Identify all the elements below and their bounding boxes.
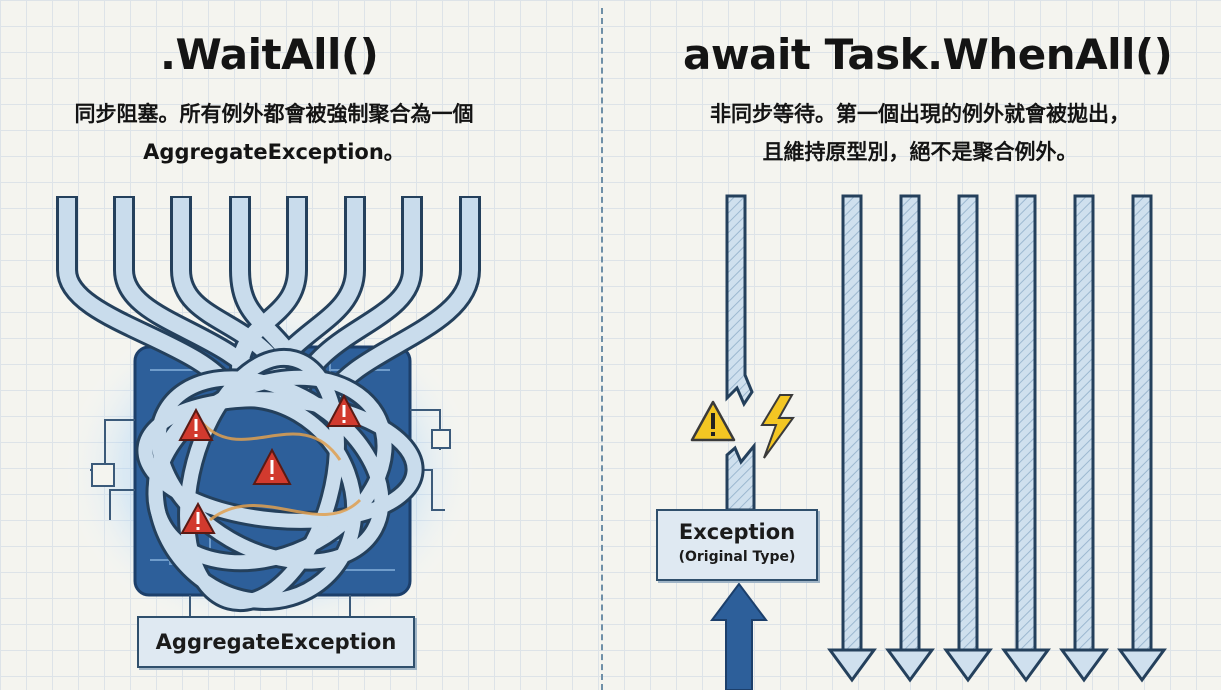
center-divider [601, 8, 603, 690]
exception-box: Exception (Original Type) [656, 509, 818, 581]
arrow-down-icon [1117, 648, 1167, 683]
right-description-line1: 非同步等待。第一個出現的例外就會被拋出， [710, 102, 1130, 126]
arrow-up-icon [710, 582, 768, 690]
warning-triangle-icon [690, 400, 736, 442]
arrow-down-icon [1059, 648, 1109, 683]
exception-sublabel: (Original Type) [678, 549, 796, 565]
left-description-line1: 同步阻塞。所有例外都會被強制聚合為一個 [74, 102, 474, 126]
aggregate-exception-label: AggregateException [155, 630, 397, 654]
arrow-down-icon [827, 648, 877, 683]
tangled-knot [135, 347, 425, 613]
warning-triangle-icon [326, 393, 362, 427]
left-description-line2: AggregateException。 [143, 140, 405, 164]
broken-task-tube [725, 194, 756, 512]
warning-triangle-icon [178, 407, 214, 441]
arrow-down-icon [1001, 648, 1051, 683]
lightning-bolt-icon [760, 394, 795, 459]
right-title: await Task.WhenAll() [683, 30, 1173, 79]
exception-label: Exception [678, 520, 796, 544]
warning-triangle-icon [180, 501, 216, 534]
left-title: .WaitAll() [160, 30, 379, 79]
arrow-down-icon [943, 648, 993, 683]
arrow-down-icon [885, 648, 935, 683]
right-description-line2: 且維持原型別，絕不是聚合例外。 [762, 140, 1078, 164]
aggregate-exception-box: AggregateException [137, 616, 415, 668]
task-tubes-right [827, 194, 1167, 683]
warning-triangle-icon [252, 447, 292, 485]
